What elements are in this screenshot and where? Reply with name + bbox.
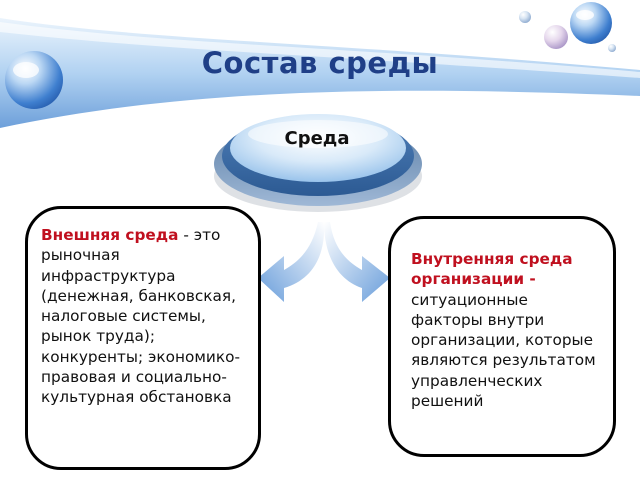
header-band-highlight [0,22,640,78]
internal-environment-description: ситуационные факторы внутри организации,… [411,290,596,411]
page-title: Состав среды [201,46,439,80]
bubble-small-2 [608,44,616,52]
external-environment-text: Внешняя среда - это рыночная инфраструкт… [41,225,248,408]
external-environment-description: - это рыночная инфраструктура (денежная,… [41,226,240,407]
center-label: Среда [284,128,350,149]
external-environment-term: Внешняя среда [41,226,179,244]
internal-environment-text: Внутренняя среда организации - ситуацион… [411,249,603,411]
external-environment-box: Внешняя среда - это рыночная инфраструкт… [25,206,261,470]
arrow-right [324,222,390,302]
arrow-left [258,222,325,302]
bubble-pink [544,25,568,49]
internal-environment-term: Внутренняя среда организации - [411,250,573,289]
bubble-small-1 [519,11,531,23]
internal-environment-box: Внутренняя среда организации - ситуацион… [388,216,616,457]
